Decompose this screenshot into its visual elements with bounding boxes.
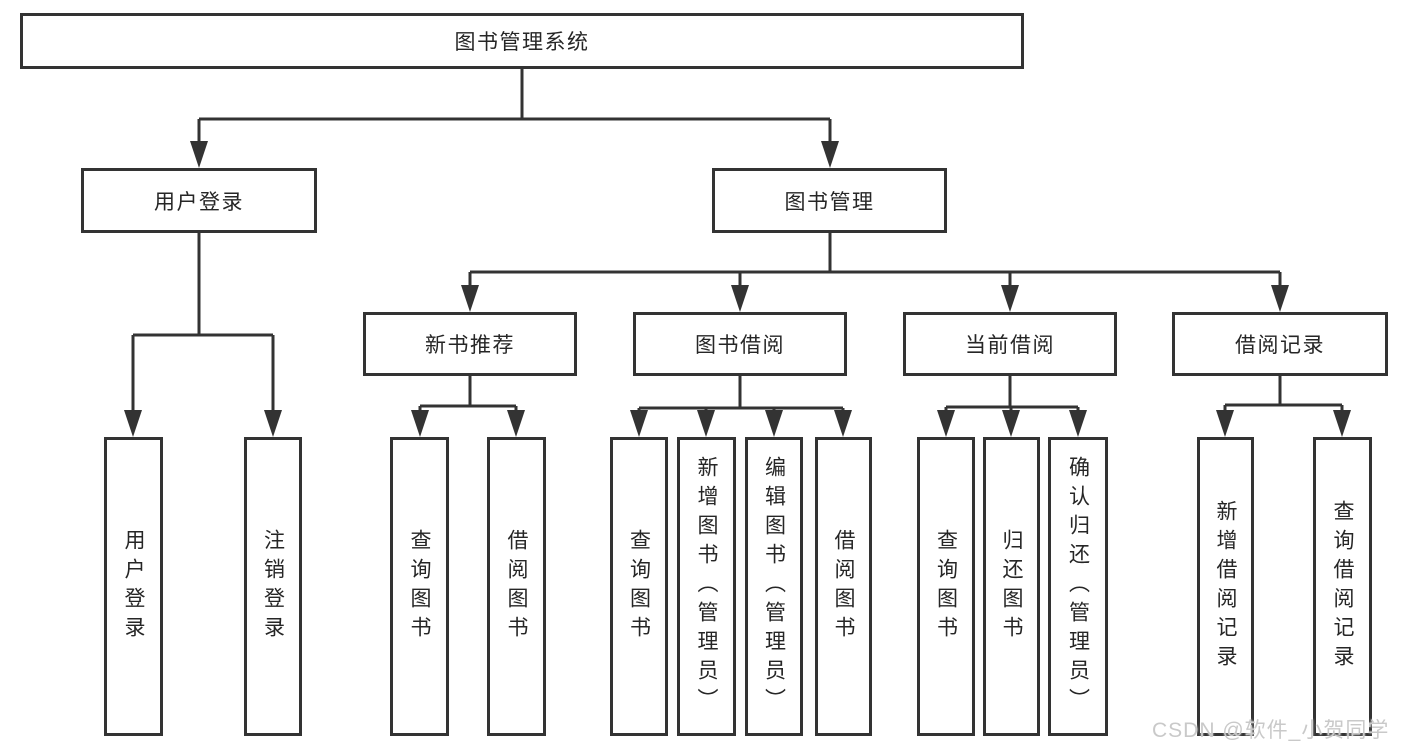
leaf-user-login: 用户登录 bbox=[104, 437, 163, 736]
node-label: 编辑图书（管理员） bbox=[762, 456, 786, 717]
node-current-borrow: 当前借阅 bbox=[903, 312, 1117, 376]
node-new-book-recommend: 新书推荐 bbox=[363, 312, 577, 376]
node-label: 图书借阅 bbox=[695, 334, 785, 357]
leaf-return-books: 归还图书 bbox=[983, 437, 1040, 736]
node-label: 注销登录 bbox=[261, 528, 285, 645]
node-book-management: 图书管理 bbox=[712, 168, 947, 233]
node-borrow-records: 借阅记录 bbox=[1172, 312, 1388, 376]
leaf-logout: 注销登录 bbox=[244, 437, 302, 736]
leaf-query-books-recommend: 查询图书 bbox=[390, 437, 449, 736]
node-root-system: 图书管理系统 bbox=[20, 13, 1024, 69]
node-label: 图书管理系统 bbox=[454, 31, 590, 54]
leaf-query-books-current: 查询图书 bbox=[917, 437, 975, 736]
node-label: 查询图书 bbox=[627, 528, 651, 645]
node-label: 借阅图书 bbox=[505, 528, 529, 645]
leaf-add-borrow-record: 新增借阅记录 bbox=[1197, 437, 1254, 736]
node-book-borrow: 图书借阅 bbox=[633, 312, 847, 376]
leaf-edit-books-admin: 编辑图书（管理员） bbox=[745, 437, 803, 736]
node-label: 查询借阅记录 bbox=[1331, 499, 1355, 674]
leaf-add-books-admin: 新增图书（管理员） bbox=[677, 437, 736, 736]
leaf-confirm-return-admin: 确认归还（管理员） bbox=[1048, 437, 1108, 736]
node-label: 借阅图书 bbox=[832, 528, 856, 645]
node-label: 借阅记录 bbox=[1235, 334, 1325, 357]
node-label: 查询图书 bbox=[408, 528, 432, 645]
node-label: 归还图书 bbox=[1000, 528, 1024, 645]
node-user-login: 用户登录 bbox=[81, 168, 317, 233]
node-label: 新书推荐 bbox=[425, 334, 515, 357]
node-label: 查询图书 bbox=[934, 528, 958, 645]
node-label: 图书管理 bbox=[784, 190, 875, 214]
node-label: 新增图书（管理员） bbox=[695, 456, 719, 717]
node-label: 用户登录 bbox=[122, 528, 146, 645]
node-label: 新增借阅记录 bbox=[1214, 499, 1238, 674]
node-label: 当前借阅 bbox=[965, 334, 1055, 357]
leaf-query-borrow-record: 查询借阅记录 bbox=[1313, 437, 1372, 736]
watermark: CSDN @软件_小贺同学 bbox=[1152, 719, 1390, 742]
leaf-borrow-books: 借阅图书 bbox=[815, 437, 872, 736]
leaf-query-books-borrow: 查询图书 bbox=[610, 437, 668, 736]
node-label: 用户登录 bbox=[154, 190, 244, 214]
node-label: 确认归还（管理员） bbox=[1066, 456, 1090, 717]
leaf-borrow-books-recommend: 借阅图书 bbox=[487, 437, 546, 736]
